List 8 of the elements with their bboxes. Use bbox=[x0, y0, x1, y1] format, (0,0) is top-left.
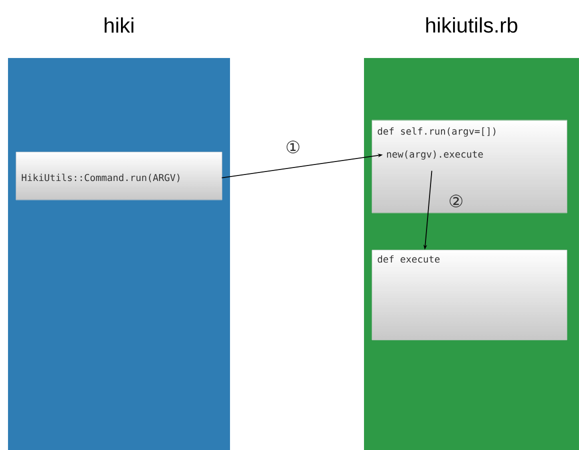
code-line: new(argv).execute bbox=[387, 150, 483, 160]
step-number: ① bbox=[286, 140, 300, 154]
code-line: def self.run(argv=[]) bbox=[378, 127, 496, 137]
code-line: def execute bbox=[378, 255, 440, 263]
step-number: ② bbox=[450, 194, 462, 208]
panel-heading: hiki bbox=[104, 17, 134, 33]
code-line: HikiUtils::Command.run(ARGV) bbox=[22, 174, 180, 182]
panel-heading: hikiutils.rb bbox=[426, 17, 518, 33]
